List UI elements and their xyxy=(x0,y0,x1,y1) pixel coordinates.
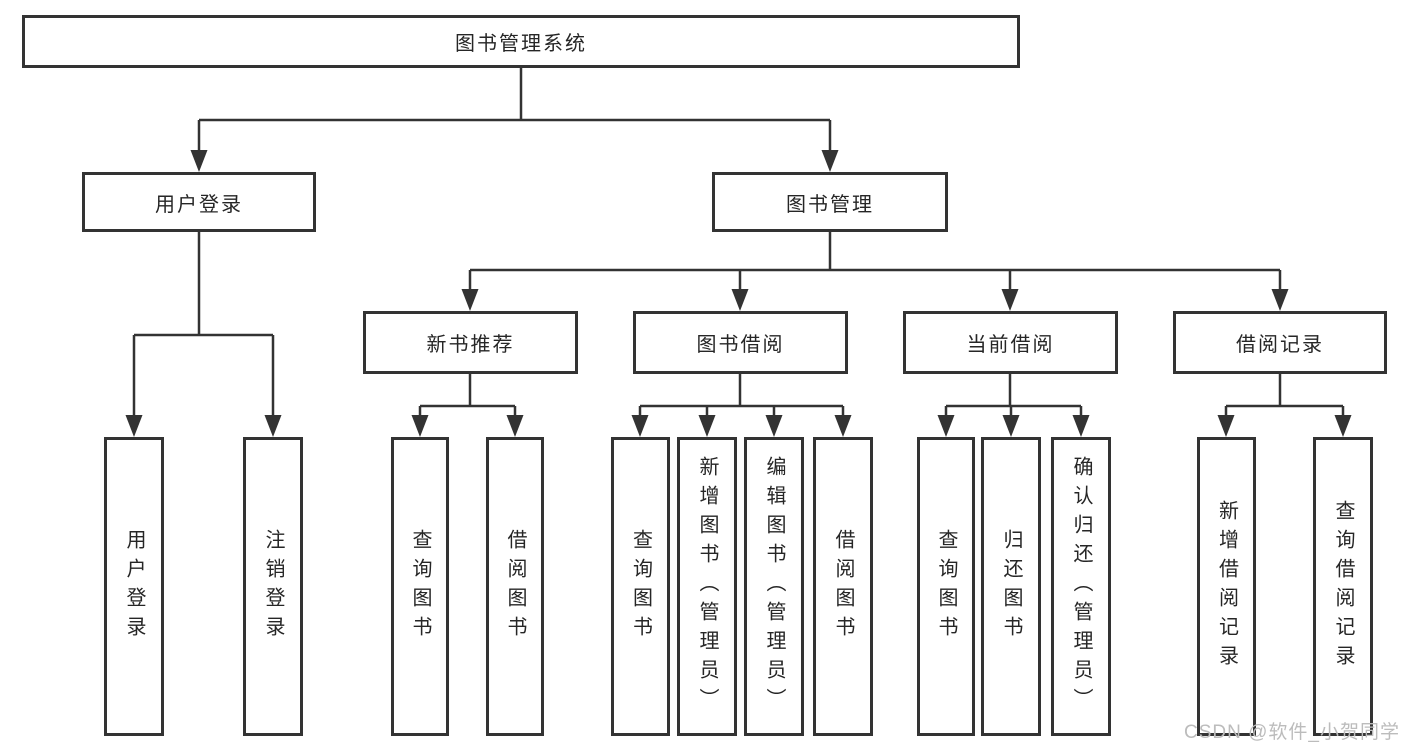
arrowhead xyxy=(190,150,208,172)
arrowhead xyxy=(1271,289,1289,311)
node-root-library-system: 图书管理系统 xyxy=(22,15,1020,68)
arrowhead xyxy=(765,415,783,437)
connector-root-to-level2 xyxy=(197,68,832,152)
arrowhead xyxy=(937,415,955,437)
arrowhead xyxy=(264,415,282,437)
arrowhead xyxy=(1002,415,1020,437)
arrowhead xyxy=(411,415,429,437)
leaf-user-login: 用户登录 xyxy=(104,437,164,736)
connector-borrow-records-to-leaves xyxy=(1224,374,1345,417)
node-book-borrow: 图书借阅 xyxy=(633,311,848,374)
leaf-add-books-admin: 新增图书（管理员） xyxy=(677,437,737,736)
leaf-query-books-recommend: 查询图书 xyxy=(391,437,449,736)
arrowhead xyxy=(631,415,649,437)
leaf-logout: 注销登录 xyxy=(243,437,303,736)
connector-user-login-to-leaves xyxy=(132,232,275,417)
leaf-borrow-books-recommend: 借阅图书 xyxy=(486,437,544,736)
arrowhead xyxy=(1001,289,1019,311)
arrowhead xyxy=(125,415,143,437)
arrowhead xyxy=(821,150,839,172)
arrowhead xyxy=(834,415,852,437)
arrowhead xyxy=(1217,415,1235,437)
arrowhead xyxy=(731,289,749,311)
node-current-borrow: 当前借阅 xyxy=(903,311,1118,374)
leaf-return-books: 归还图书 xyxy=(981,437,1041,736)
connector-current-borrow-to-leaves xyxy=(944,374,1083,417)
leaf-add-borrow-record: 新增借阅记录 xyxy=(1197,437,1256,736)
node-user-login: 用户登录 xyxy=(82,172,316,232)
node-book-management: 图书管理 xyxy=(712,172,948,232)
arrowhead xyxy=(461,289,479,311)
arrowhead xyxy=(1334,415,1352,437)
leaf-query-books-current: 查询图书 xyxy=(917,437,975,736)
connector-book-management-to-level3 xyxy=(468,232,1282,291)
arrowhead xyxy=(698,415,716,437)
connector-book-borrow-to-leaves xyxy=(638,374,845,417)
node-borrow-records: 借阅记录 xyxy=(1173,311,1387,374)
leaf-edit-books-admin: 编辑图书（管理员） xyxy=(744,437,804,736)
arrowhead xyxy=(506,415,524,437)
node-new-book-recommend: 新书推荐 xyxy=(363,311,578,374)
leaf-borrow-books: 借阅图书 xyxy=(813,437,873,736)
watermark-text: CSDN @软件_小贺同学 xyxy=(1184,722,1400,743)
arrowhead xyxy=(1072,415,1090,437)
connector-new-book-recommend-to-leaves xyxy=(418,374,517,417)
leaf-query-books-borrow: 查询图书 xyxy=(611,437,670,736)
leaf-confirm-return-admin: 确认归还（管理员） xyxy=(1051,437,1111,736)
leaf-query-borrow-record: 查询借阅记录 xyxy=(1313,437,1373,736)
